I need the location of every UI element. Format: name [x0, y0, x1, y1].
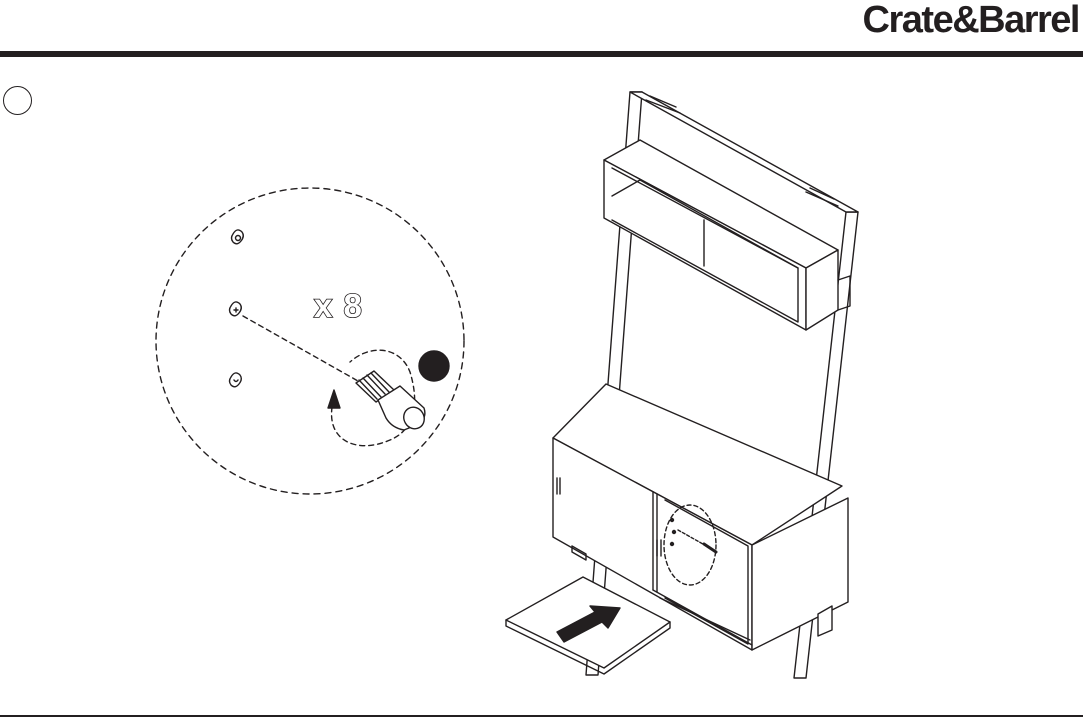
cam-lock-icon — [230, 302, 242, 316]
part-marker — [419, 351, 449, 381]
detail-callout-circle — [156, 188, 464, 494]
footer-rule — [0, 715, 1083, 717]
cam-lock-icon — [232, 230, 244, 244]
cam-bolt-icon — [356, 371, 428, 433]
cam-lock-icon — [230, 373, 242, 387]
